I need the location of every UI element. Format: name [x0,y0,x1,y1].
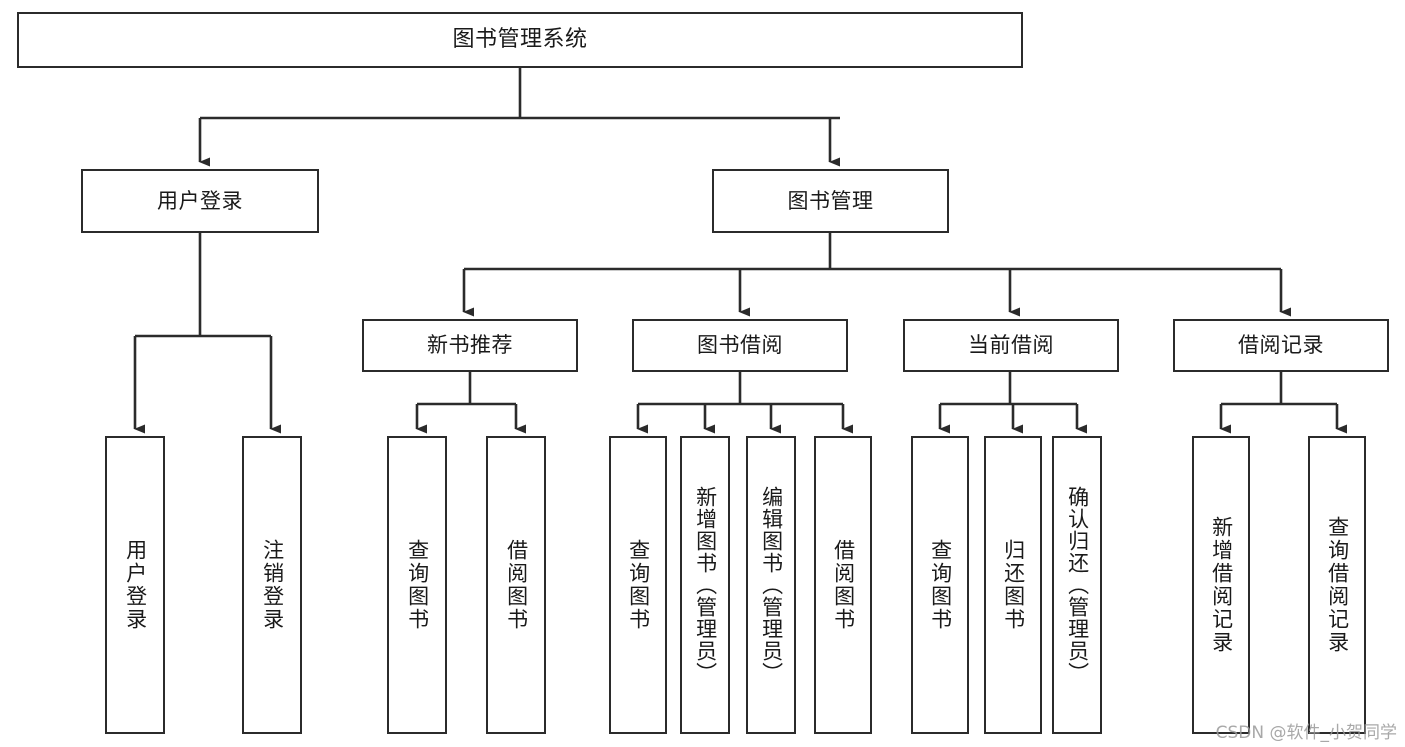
node-user-login-label: 用户登录 [157,188,243,213]
node-leaf-user-login-label: 用户登录 [123,539,148,631]
node-leaf-borrow-book-1-label: 借阅图书 [504,539,529,631]
node-root-label: 图书管理系统 [452,27,588,53]
node-book-management[interactable]: 图书管理 [712,169,949,233]
node-leaf-return-book[interactable]: 归还图书 [984,436,1042,734]
node-leaf-query-book-3[interactable]: 查询图书 [911,436,969,734]
node-leaf-query-book-1-label: 查询图书 [405,539,430,631]
node-leaf-confirm-return-admin-label: 确认归还（管理员） [1065,486,1090,684]
node-leaf-logout-label: 注销登录 [260,539,285,631]
node-current-borrow[interactable]: 当前借阅 [903,319,1119,372]
node-leaf-query-book-1[interactable]: 查询图书 [387,436,447,734]
node-book-management-label: 图书管理 [787,188,874,213]
node-leaf-borrow-book-2[interactable]: 借阅图书 [814,436,872,734]
node-leaf-query-borrow-record-label: 查询借阅记录 [1325,516,1350,654]
node-leaf-add-borrow-record-label: 新增借阅记录 [1209,516,1234,654]
node-borrow-record[interactable]: 借阅记录 [1173,319,1389,372]
node-leaf-query-book-2-label: 查询图书 [626,539,651,631]
node-leaf-add-book-admin-label: 新增图书（管理员） [693,486,718,684]
node-book-borrow-label: 图书借阅 [697,333,783,358]
node-borrow-record-label: 借阅记录 [1238,333,1324,358]
node-leaf-borrow-book-2-label: 借阅图书 [831,539,856,631]
node-leaf-borrow-book-1[interactable]: 借阅图书 [486,436,546,734]
node-book-borrow[interactable]: 图书借阅 [632,319,848,372]
node-leaf-user-login[interactable]: 用户登录 [105,436,165,734]
node-leaf-edit-book-admin-label: 编辑图书（管理员） [759,486,784,684]
node-leaf-logout[interactable]: 注销登录 [242,436,302,734]
node-leaf-query-book-3-label: 查询图书 [928,539,953,631]
node-user-login[interactable]: 用户登录 [81,169,319,233]
node-leaf-query-book-2[interactable]: 查询图书 [609,436,667,734]
node-leaf-edit-book-admin[interactable]: 编辑图书（管理员） [746,436,796,734]
node-new-book-recommend-label: 新书推荐 [427,333,513,358]
node-leaf-confirm-return-admin[interactable]: 确认归还（管理员） [1052,436,1102,734]
node-leaf-return-book-label: 归还图书 [1001,539,1026,631]
node-current-borrow-label: 当前借阅 [968,333,1054,358]
node-leaf-add-borrow-record[interactable]: 新增借阅记录 [1192,436,1250,734]
watermark: CSDN @软件_小贺同学 [1215,723,1397,743]
node-new-book-recommend[interactable]: 新书推荐 [362,319,578,372]
node-root[interactable]: 图书管理系统 [17,12,1023,68]
node-leaf-query-borrow-record[interactable]: 查询借阅记录 [1308,436,1366,734]
node-leaf-add-book-admin[interactable]: 新增图书（管理员） [680,436,730,734]
